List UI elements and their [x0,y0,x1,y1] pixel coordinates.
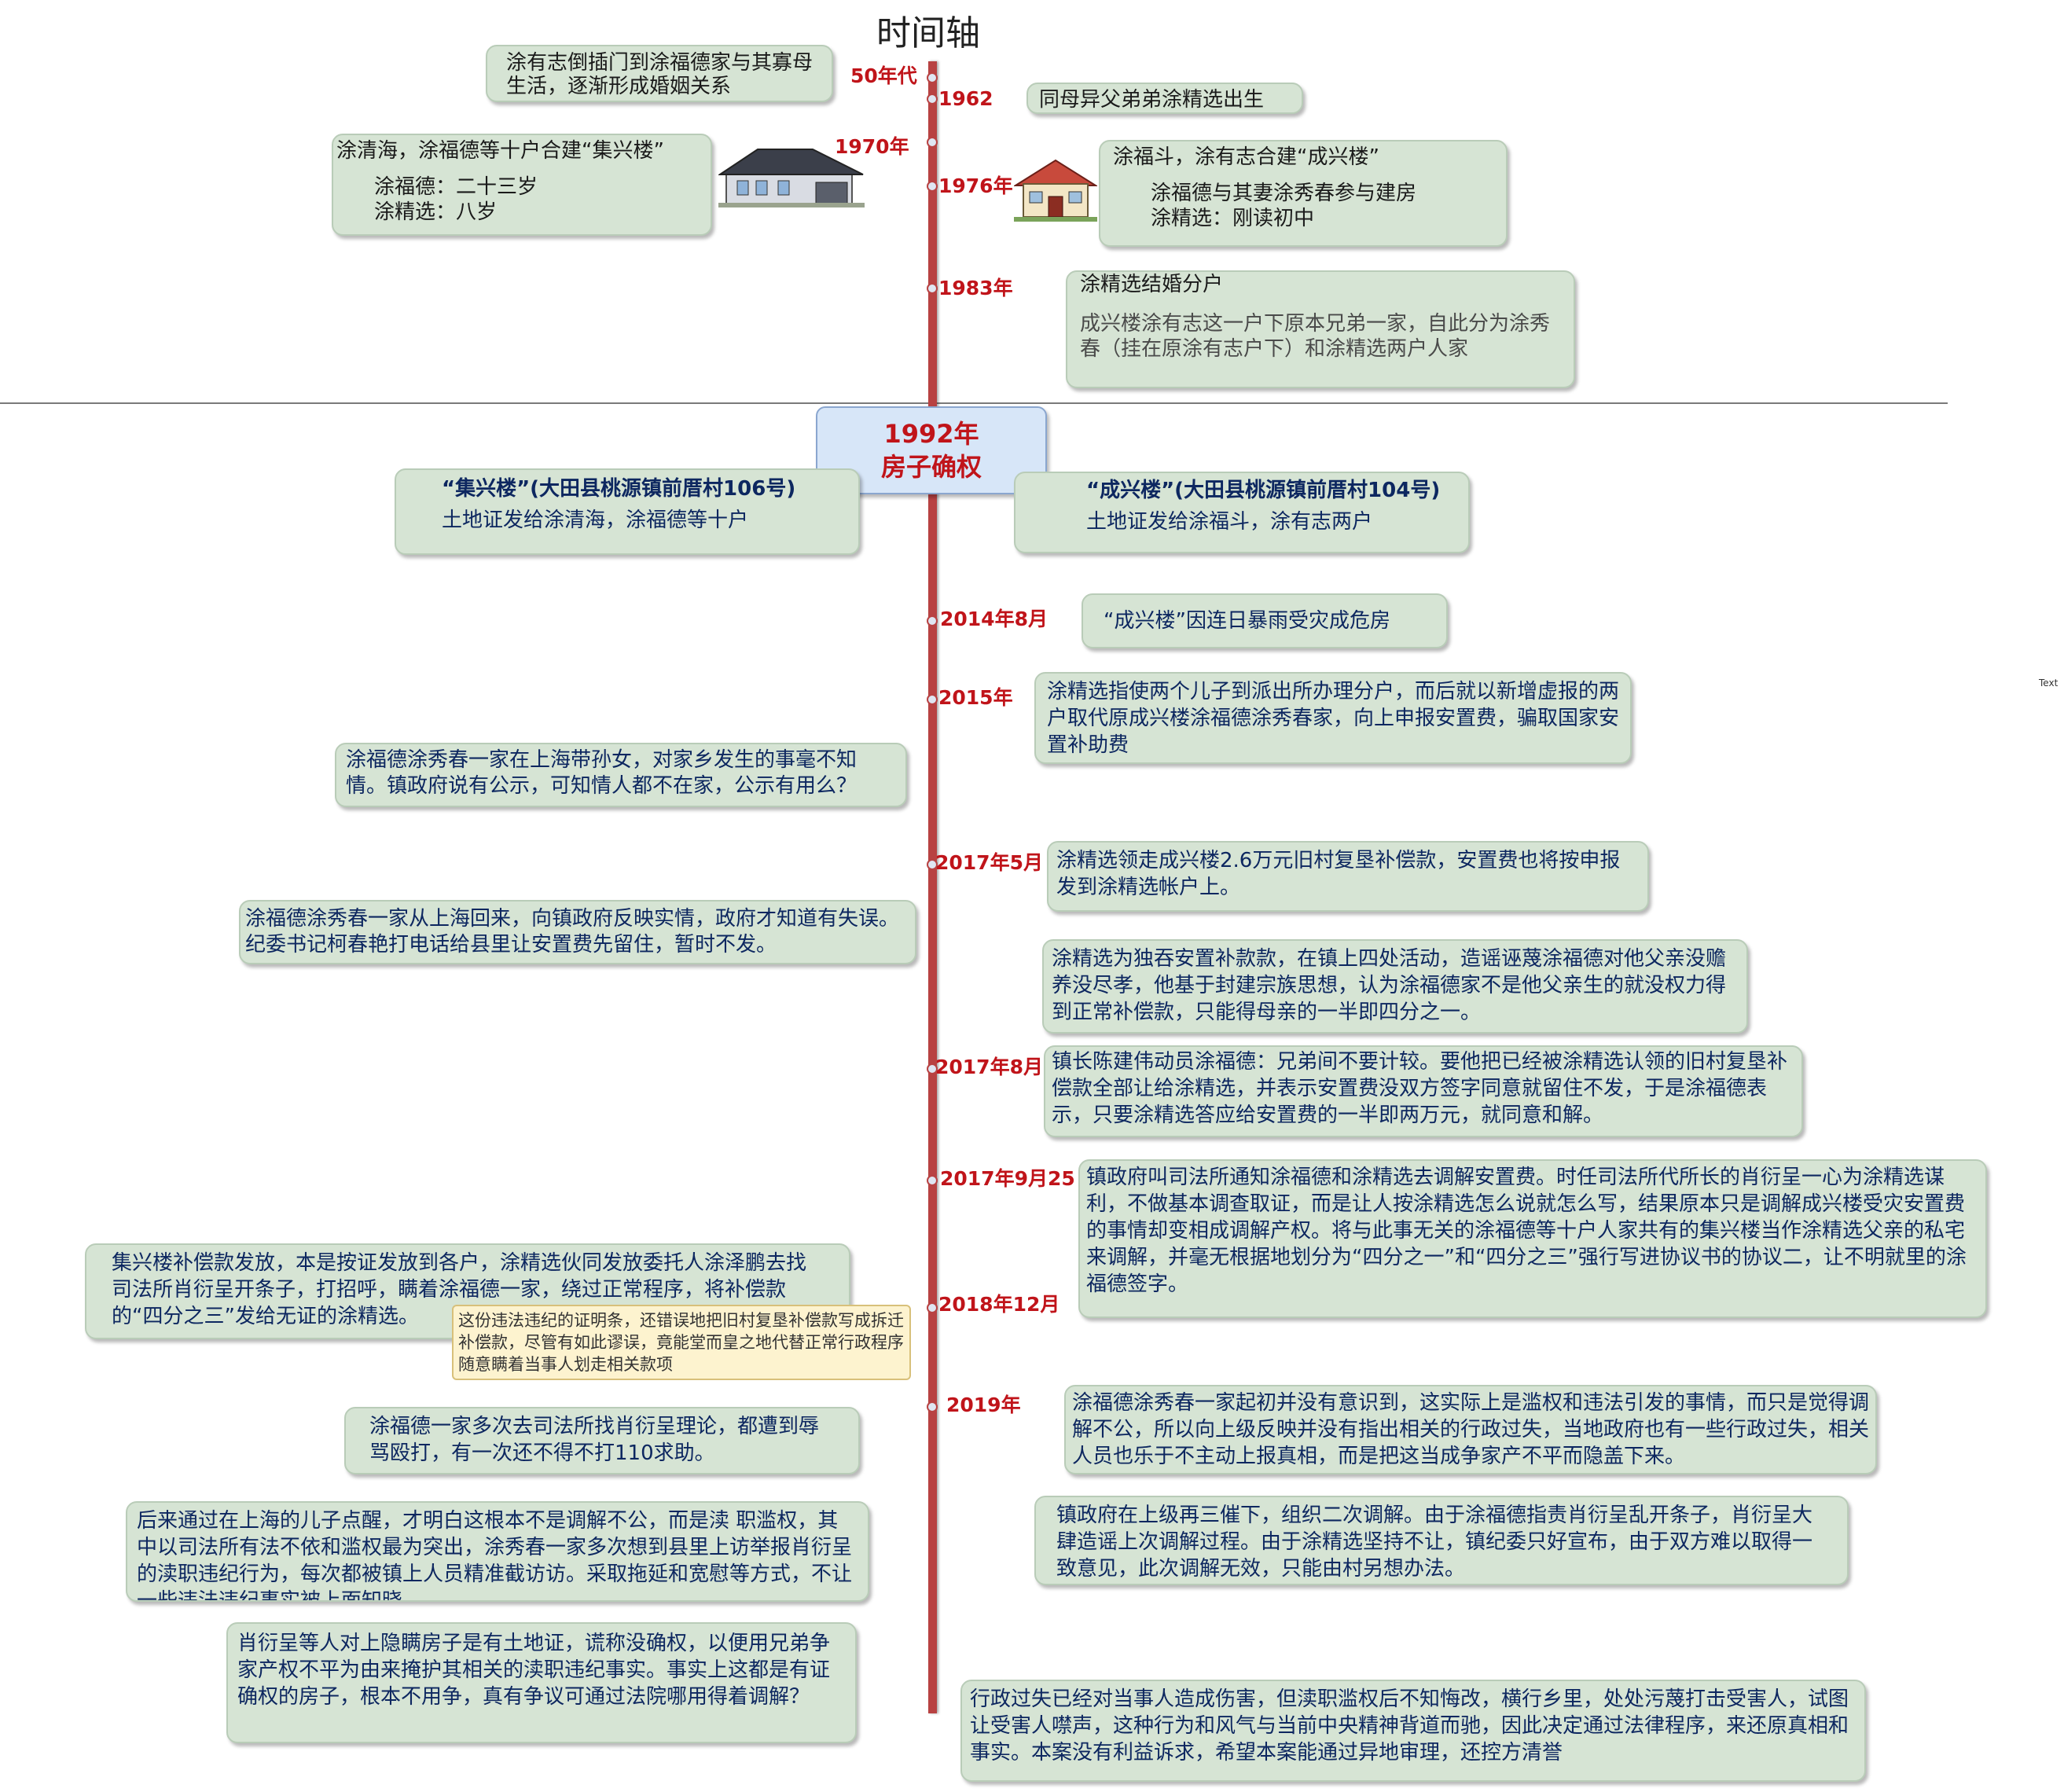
event-box-rumor[interactable]: 涂精选为独吞安置补款款，在镇上四处活动，造谣诬蔑涂福德对他父亲没赡养没尽孝，他基… [1042,939,1748,1034]
event-text: 涂福德一家多次去司法所找肖衍呈理论，都遭到辱骂殴打，有一次还不得不打110求助。 [369,1415,820,1465]
event-text: 集兴楼补偿款发放，本是按证发放到各户，涂精选伙同发放委托人涂泽鹏去找司法所肖衍呈… [112,1251,807,1328]
event-box-2017-9[interactable]: 镇政府叫司法所通知涂福德和涂精选去调解安置费。时任司法所代所长的肖衍呈一心为涂精… [1078,1159,1987,1318]
timeline-node [927,1302,938,1313]
event-box-second-mediation[interactable]: 镇政府在上级再三催下，组织二次调解。由于涂福德指责肖衍呈乱开条子，肖衍呈大肆造谣… [1034,1496,1849,1585]
year-label-2017-5: 2017年5月 [935,851,1043,874]
year-label-1970: 1970年 [835,135,909,158]
event-box-1983[interactable]: 涂精选结婚分户 成兴楼涂有志这一户下原本兄弟一家，自此分为涂秀春（挂在原涂有志户… [1066,270,1575,388]
year-label-1976: 1976年 [938,174,1013,197]
event-text: “成兴楼”(大田县桃源镇前厝村104号) [1086,479,1441,502]
event-box-1970[interactable]: 涂清海，涂福德等十户合建“集兴楼” 涂福德：二十三岁 涂精选：八岁 [332,134,712,236]
event-text: 涂精选指使两个儿子到派出所办理分户，而后就以新增虚报的两户取代原成兴楼涂福德涂秀… [1047,680,1620,757]
year-label-50s: 50年代 [850,64,917,87]
timeline-node [927,859,938,870]
timeline-node [927,137,938,148]
event-box-realization[interactable]: 后来通过在上海的儿子点醒，才明白这根本不是调解不公，而是渎 职滥权，其中以司法所… [126,1501,869,1602]
event-text: 土地证发给涂福斗，涂有志两户 [1086,510,1373,534]
timeline-node [927,1401,938,1412]
event-text: 涂精选领走成兴楼2.6万元旧村复垦补偿款，安置费也将按申报发到涂精选帐户上。 [1056,849,1621,899]
event-text: 涂精选：刚读初中 [1151,207,1315,230]
event-text: 镇政府叫司法所通知涂福德和涂精选去调解安置费。时任司法所代所长的肖衍呈一心为涂精… [1086,1166,1967,1296]
event-box-2014[interactable]: “成兴楼”因连日暴雨受灾成危房 [1082,593,1448,648]
event-text: 涂福德：二十三岁 [374,175,538,199]
event-text: 肖衍呈等人对上隐瞒房子是有土地证，谎称没确权，以便用兄弟争家产权不平为由来掩护其… [237,1632,831,1709]
event-text: 土地证发给涂清海，涂福德等十户 [442,509,749,532]
timeline-node [927,181,938,192]
year-label-2014: 2014年8月 [940,608,1048,630]
event-text: 镇长陈建伟动员涂福德：兄弟间不要计较。要他把已经被涂精选认领的旧村复垦补偿款全部… [1052,1050,1788,1127]
event-text: 后来通过在上海的儿子点醒，才明白这根本不是调解不公，而是渎 职滥权，其中以司法所… [137,1509,853,1602]
event-box-conclusion[interactable]: 行政过失已经对当事人造成伤害，但渎职滥权后不知悔改，横行乡里，处处污蔑打击受害人… [960,1680,1866,1782]
event-text: 涂精选结婚分户 [1080,273,1224,296]
center-node-title: 房子确权 [880,452,982,482]
section-divider [0,402,1948,404]
timeline-node [927,615,938,626]
year-label-2017-8: 2017年8月 [935,1056,1043,1078]
event-box-2019[interactable]: 涂福德涂秀春一家起初并没有意识到，这实际上是滥权和违法引发的事情，而只是觉得调解… [1064,1385,1877,1474]
year-label-2018-12: 2018年12月 [938,1293,1060,1316]
house-icon [1014,159,1097,222]
year-label-2017-9: 2017年9月25 [940,1167,1075,1190]
event-box-1962[interactable]: 同母异父弟弟涂精选出生 [1026,83,1303,114]
event-text: 涂福德与其妻涂秀春参与建房 [1151,182,1417,205]
event-text: “成兴楼”因连日暴雨受灾成危房 [1104,609,1390,633]
event-box-2015[interactable]: 涂精选指使两个儿子到派出所办理分户，而后就以新增虚报的两户取代原成兴楼涂福德涂秀… [1034,672,1632,764]
event-text: 涂福德涂秀春一家起初并没有意识到，这实际上是滥权和违法引发的事情，而只是觉得调解… [1072,1391,1870,1468]
diagram-title: 时间轴 [876,13,980,53]
event-box-1976[interactable]: 涂福斗，涂有志合建“成兴楼” 涂福德与其妻涂秀春参与建房 涂精选：刚读初中 [1099,140,1508,247]
year-label-2015: 2015年 [938,686,1013,709]
event-text: 涂有志倒插门到涂福德家与其寡母生活，逐渐形成婚姻关系 [506,51,813,98]
timeline-node [927,694,938,705]
event-box-beaten[interactable]: 涂福德一家多次去司法所找肖衍呈理论，都遭到辱骂殴打，有一次还不得不打110求助。 [344,1407,860,1474]
year-label-2019: 2019年 [946,1394,1021,1416]
timeline-node [927,72,938,83]
event-box-2017-8[interactable]: 镇长陈建伟动员涂福德：兄弟间不要计较。要他把已经被涂精选认领的旧村复垦补偿款全部… [1044,1045,1803,1137]
event-box-1992-jixinglou[interactable]: “集兴楼”(大田县桃源镇前厝村106号) 土地证发给涂清海，涂福德等十户 [395,468,860,555]
event-box-1992-chengxinglou[interactable]: “成兴楼”(大田县桃源镇前厝村104号) 土地证发给涂福斗，涂有志两户 [1014,472,1470,553]
building-icon [718,149,865,207]
event-text: 成兴楼涂有志这一户下原本兄弟一家，自此分为涂秀春（挂在原涂有志户下）和涂精选两户… [1080,312,1551,361]
event-text: 涂清海，涂福德等十户合建“集兴楼” [336,139,664,163]
timeline-node [927,1063,938,1074]
timeline-axis [928,61,937,1713]
timeline-node [927,1175,938,1186]
event-text: 涂福德涂秀春一家在上海带孙女，对家乡发生的事毫不知情。镇政府说有公示，可知情人都… [346,748,858,798]
event-text: 行政过失已经对当事人造成伤害，但渎职滥权后不知悔改，横行乡里，处处污蔑打击受害人… [970,1687,1849,1764]
year-label-1962: 1962 [938,87,993,110]
event-box-2017-5[interactable]: 涂精选领走成兴楼2.6万元旧村复垦补偿款，安置费也将按申报发到涂精选帐户上。 [1047,841,1649,912]
event-text: 镇政府在上级再三催下，组织二次调解。由于涂福德指责肖衍呈乱开条子，肖衍呈大肆造谣… [1056,1504,1813,1581]
timeline-node [927,94,938,105]
callout-note[interactable]: 这份违法违纪的证明条，还错误地把旧村复垦补偿款写成拆迁补偿款，尽管有如此谬误，竟… [452,1305,911,1380]
event-text: 涂精选为独吞安置补款款，在镇上四处活动，造谣诬蔑涂福德对他父亲没赡养没尽孝，他基… [1052,947,1727,1024]
side-text-label: Text [2039,678,2058,689]
event-text: 涂福德涂秀春一家从上海回来，向镇政府反映实情，政府才知道有失误。纪委书记柯春艳打… [245,907,900,957]
event-box-unaware[interactable]: 涂福德涂秀春一家在上海带孙女，对家乡发生的事毫不知情。镇政府说有公示，可知情人都… [335,743,907,807]
event-box-payment[interactable]: 集兴楼补偿款发放，本是按证发放到各户，涂精选伙同发放委托人涂泽鹏去找司法所肖衍呈… [85,1243,850,1339]
center-node-1992[interactable]: 1992年 房子确权 [816,406,1047,494]
year-label-1983: 1983年 [938,277,1013,299]
event-text: 涂精选：八岁 [374,200,498,224]
event-text: “集兴楼”(大田县桃源镇前厝村106号) [442,477,796,501]
event-box-concealment[interactable]: 肖衍呈等人对上隐瞒房子是有土地证，谎称没确权，以便用兄弟争家产权不平为由来掩护其… [226,1622,857,1743]
event-text: 涂福斗，涂有志合建“成兴楼” [1113,145,1379,169]
event-box-50s[interactable]: 涂有志倒插门到涂福德家与其寡母生活，逐渐形成婚姻关系 [486,45,833,102]
note-text: 这份违法违纪的证明条，还错误地把旧村复垦补偿款写成拆迁补偿款，尽管有如此谬误，竟… [458,1311,904,1374]
event-box-return[interactable]: 涂福德涂秀春一家从上海回来，向镇政府反映实情，政府才知道有失误。纪委书记柯春艳打… [239,900,916,964]
center-node-year: 1992年 [883,419,979,449]
event-text: 同母异父弟弟涂精选出生 [1039,88,1265,112]
timeline-node [927,283,938,294]
